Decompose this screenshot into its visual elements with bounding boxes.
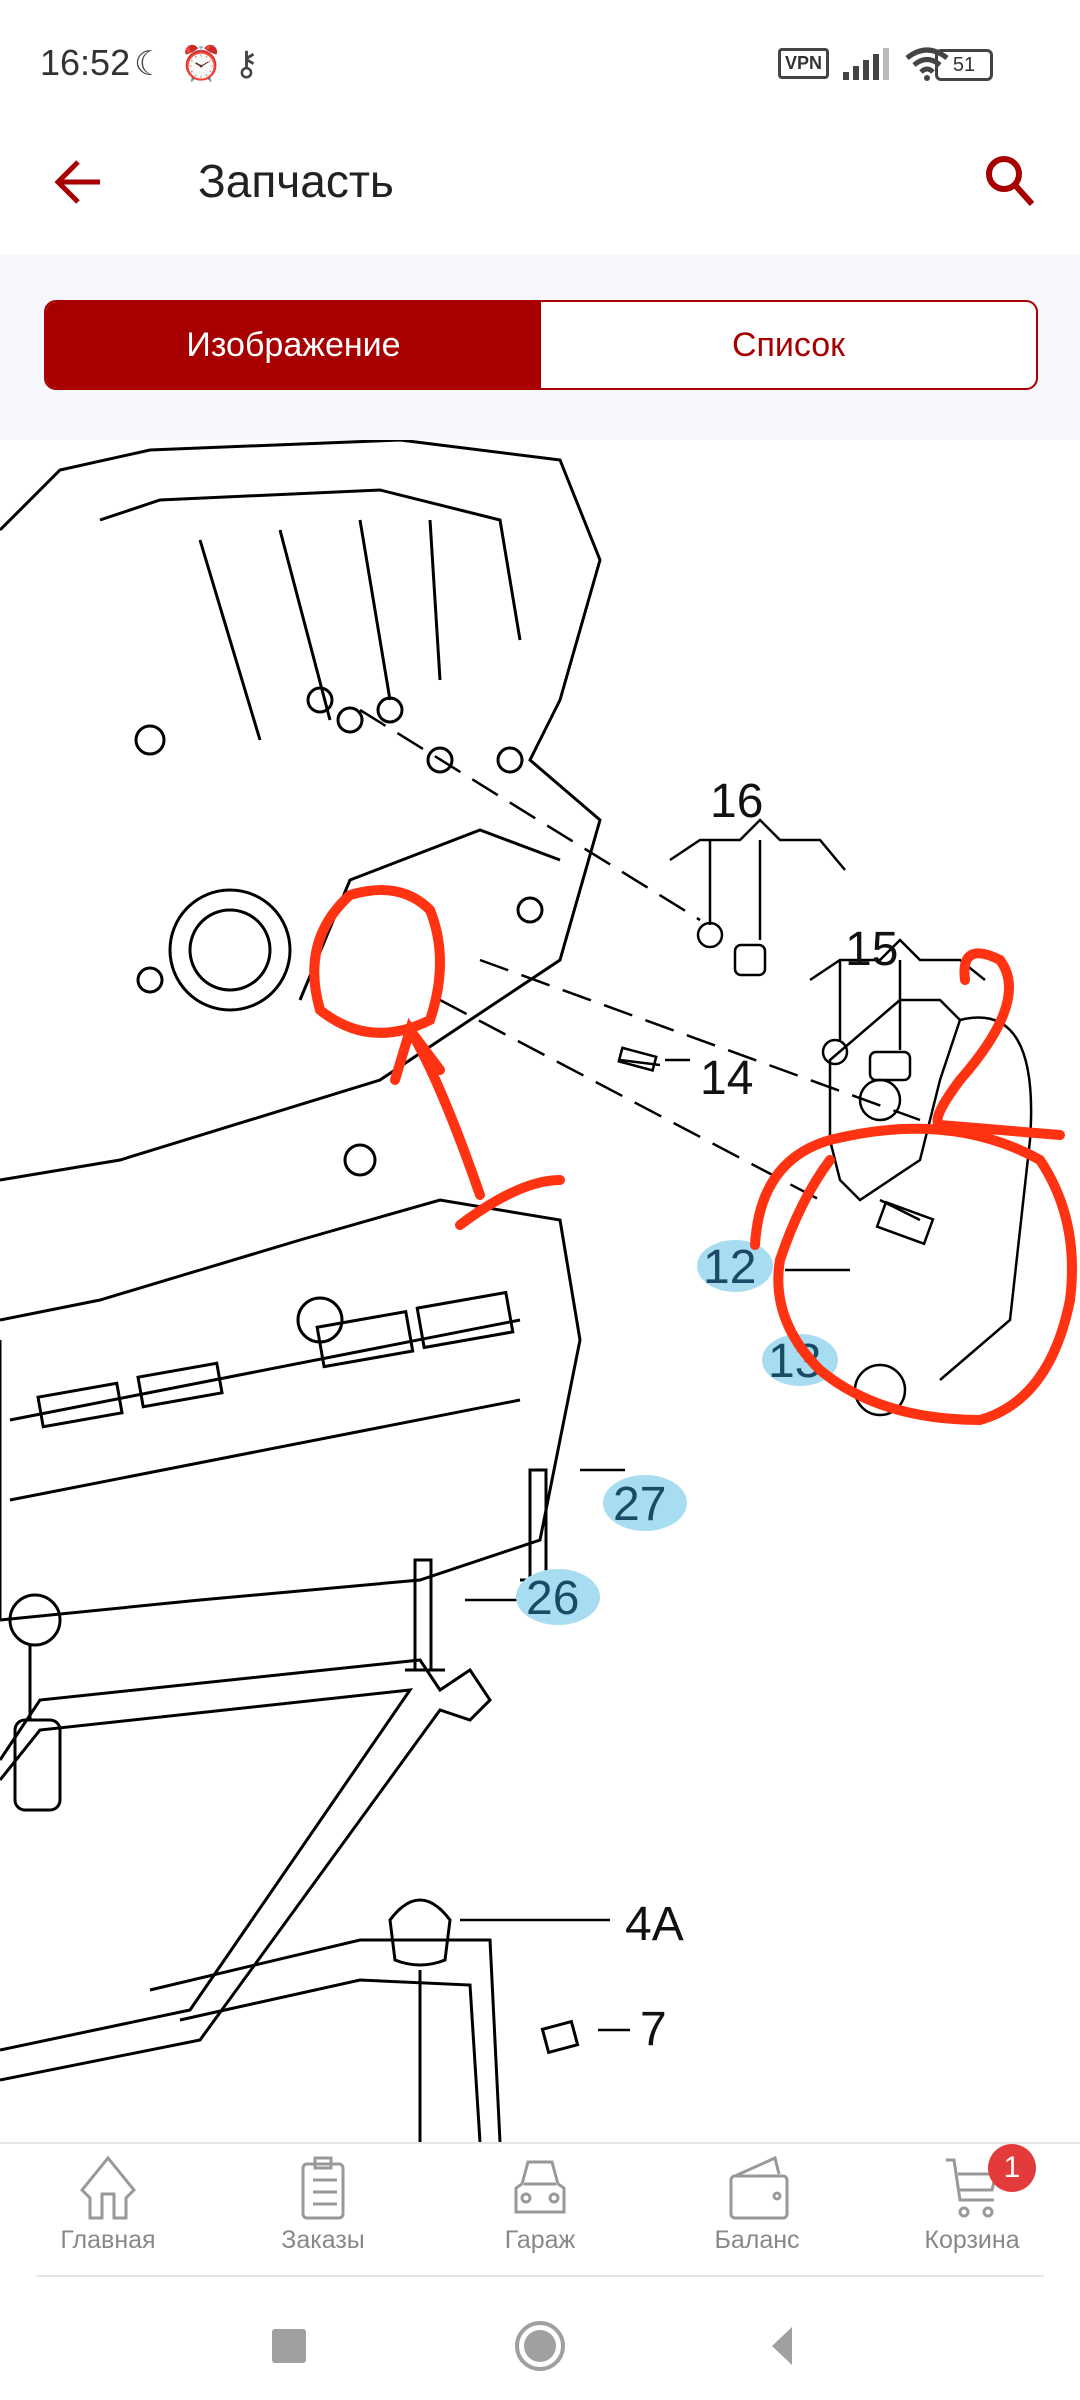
nav-cart-label: Корзина xyxy=(924,2226,1020,2254)
callout-7[interactable]: 7 xyxy=(640,2003,667,2056)
parts-diagram[interactable]: 16 15 14 12 13 27 26 4A 7 xyxy=(0,440,1080,2142)
tab-list[interactable]: Список xyxy=(731,325,846,364)
callout-16[interactable]: 16 xyxy=(710,775,763,828)
cart-icon xyxy=(946,2158,998,2218)
alarm-icon: ⏰ xyxy=(180,45,223,83)
callout-highlights xyxy=(516,1240,838,1625)
moon-icon: ☾ xyxy=(134,45,165,83)
callout-12[interactable]: 12 xyxy=(703,1241,756,1294)
battery-icon: 51 xyxy=(935,49,993,81)
nav-garage[interactable]: Гараж xyxy=(450,2154,630,2255)
nav-orders[interactable]: Заказы xyxy=(233,2154,413,2255)
nav-home-label: Главная xyxy=(60,2226,156,2254)
bottom-nav: Главная Заказы Гараж Баланс Корзина 1 xyxy=(0,2142,1080,2279)
nav-balance-label: Баланс xyxy=(714,2226,800,2254)
wallet-icon xyxy=(729,2155,789,2220)
signal-icon xyxy=(843,48,889,80)
nav-garage-label: Гараж xyxy=(504,2226,576,2254)
status-time: 16:52 xyxy=(40,42,131,83)
view-toggle: Изображение Список xyxy=(44,300,1038,390)
status-bar: 16:52 ☾ ⏰ ⚷ VPN 51 xyxy=(0,0,1080,110)
nav-cart[interactable]: Корзина xyxy=(882,2154,1062,2255)
tab-band: Изображение Список xyxy=(0,255,1080,440)
tab-image[interactable]: Изображение xyxy=(46,302,541,388)
arrow-left-icon[interactable] xyxy=(48,152,108,212)
key-icon: ⚷ xyxy=(234,45,259,83)
home-icon xyxy=(79,2155,137,2220)
callout-26[interactable]: 26 xyxy=(526,1572,579,1625)
clipboard-icon xyxy=(301,2156,345,2220)
callout-14[interactable]: 14 xyxy=(700,1052,753,1105)
back-button[interactable] xyxy=(772,2327,792,2365)
leader-lines xyxy=(359,708,1033,2032)
nav-home[interactable]: Главная xyxy=(18,2154,198,2255)
callout-15[interactable]: 15 xyxy=(845,923,898,976)
transmission-housing-drawing xyxy=(0,440,602,2142)
recents-button[interactable] xyxy=(272,2329,306,2363)
callout-4a[interactable]: 4A xyxy=(625,1898,684,1951)
page-title: Запчасть xyxy=(198,155,394,207)
app-bar: Запчасть xyxy=(0,110,1080,255)
nav-orders-label: Заказы xyxy=(281,2226,365,2254)
callout-27[interactable]: 27 xyxy=(613,1478,666,1531)
system-nav-bar xyxy=(272,2321,792,2371)
vpn-icon: VPN xyxy=(778,48,830,79)
car-icon xyxy=(514,2160,566,2214)
nav-balance[interactable]: Баланс xyxy=(667,2154,847,2255)
search-icon[interactable] xyxy=(980,150,1040,210)
cart-badge: 1 xyxy=(988,2144,1036,2192)
red-annotations xyxy=(309,885,1077,1426)
nav-divider xyxy=(36,2275,1044,2277)
home-button[interactable] xyxy=(515,2321,565,2371)
